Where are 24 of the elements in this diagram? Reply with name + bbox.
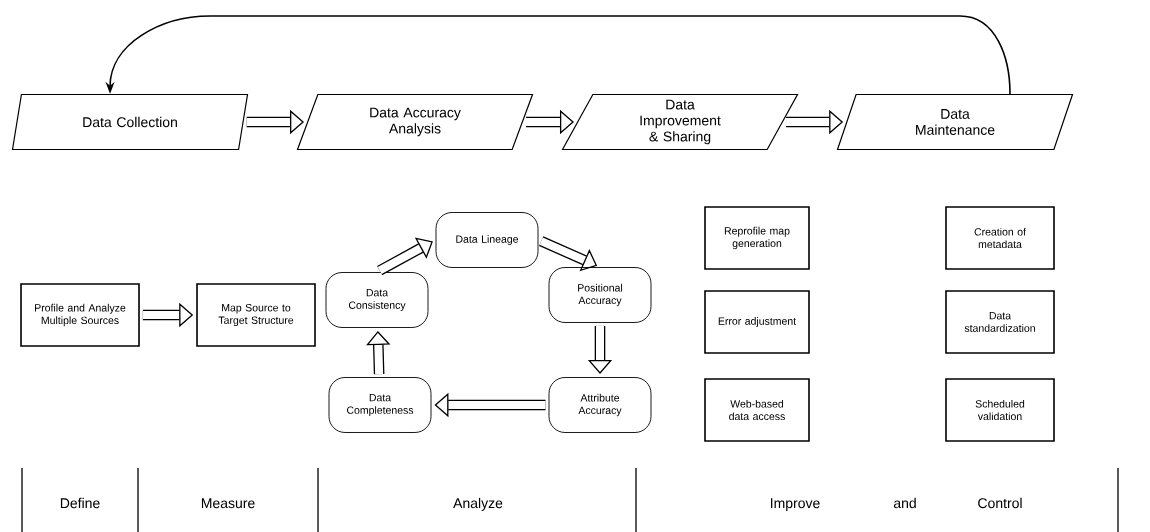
task-box: Map Source to Target Structure xyxy=(196,283,316,347)
phase-label: and xyxy=(893,497,916,509)
process-parallelogram: Data Maintenance xyxy=(836,93,1074,151)
rounded-box: Data Lineage xyxy=(435,212,539,268)
process-parallelogram: Data Collection xyxy=(11,93,249,151)
phase-label: Define xyxy=(60,497,100,509)
task-box: Creation of metadata xyxy=(945,206,1055,270)
task-box: Reprofile map generation xyxy=(704,206,810,270)
task-box: Data standardization xyxy=(945,290,1055,354)
rounded-box: Data Completeness xyxy=(328,377,432,433)
phase-label: Control xyxy=(978,497,1022,509)
rounded-box: Data Consistency xyxy=(325,272,429,328)
rounded-box: Attribute Accuracy xyxy=(548,377,652,433)
task-box: Error adjustment xyxy=(704,290,810,354)
task-box: Scheduled validation xyxy=(945,378,1055,442)
rounded-box: Positional Accuracy xyxy=(548,267,652,323)
phase-label: Analyze xyxy=(453,497,503,511)
task-box: Profile and Analyze Multiple Sources xyxy=(20,283,140,347)
task-box: Web-based data access xyxy=(704,378,810,442)
block-arrow xyxy=(377,237,433,276)
process-parallelogram: Data Accuracy Analysis xyxy=(296,93,534,151)
process-parallelogram: Data Improvement & Sharing xyxy=(561,93,799,151)
phase-label: Improve xyxy=(771,498,820,511)
phase-label: Measure xyxy=(201,498,255,509)
